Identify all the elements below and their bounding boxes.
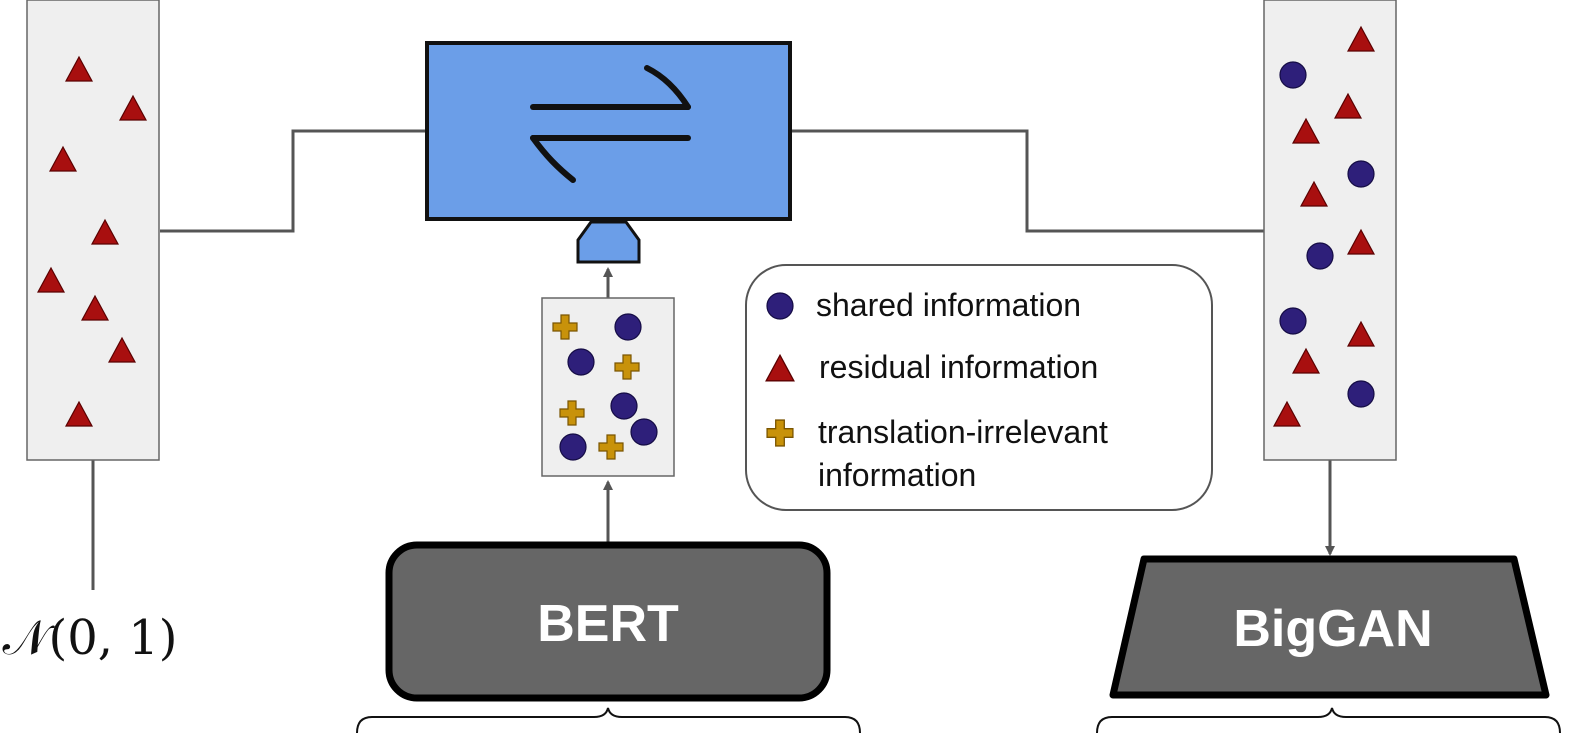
text-embedding-vector [541, 297, 675, 477]
shared-circle-icon [1279, 61, 1307, 89]
legend-circle-icon [766, 292, 794, 320]
bert-label: BERT [537, 595, 679, 653]
legend-label-irrelevant-line1: translation-irrelevant [818, 414, 1108, 450]
legend-label-shared: shared information [816, 287, 1081, 323]
right-latent-vector [1263, 0, 1397, 461]
shared-circle-icon [1347, 380, 1375, 408]
harpoon-equilibrium-icon [530, 65, 691, 183]
legend: shared information residual information … [745, 264, 1213, 511]
shared-circle-icon [610, 392, 638, 420]
bottom-braces [356, 707, 1561, 734]
legend-label-residual: residual information [819, 349, 1098, 385]
noise-distribution-label: 𝒩(0, 1) [2, 610, 177, 666]
funnel-adapter-icon [576, 220, 641, 264]
bert-encoder-box: BERT [385, 541, 831, 702]
left-vector-to-translator-line [160, 129, 428, 233]
left-latent-vector [26, 0, 160, 461]
bert-brace [356, 707, 861, 734]
legend-label-irrelevant-line2: information [818, 457, 976, 493]
shared-circle-icon [630, 418, 658, 446]
shared-circle-icon [1279, 307, 1307, 335]
biggan-generator-box: BigGAN [1109, 555, 1550, 699]
shared-circle-icon [1306, 242, 1334, 270]
translator-to-right-vector-line [790, 129, 1264, 233]
biggan-brace [1096, 707, 1561, 734]
shared-circle-icon [559, 433, 587, 461]
shared-circle-icon [1347, 160, 1375, 188]
shared-circle-icon [614, 313, 642, 341]
biggan-label: BigGAN [1233, 600, 1432, 658]
shared-circle-icon [567, 348, 595, 376]
translator-box [425, 41, 792, 221]
connector-lines [91, 129, 1335, 590]
